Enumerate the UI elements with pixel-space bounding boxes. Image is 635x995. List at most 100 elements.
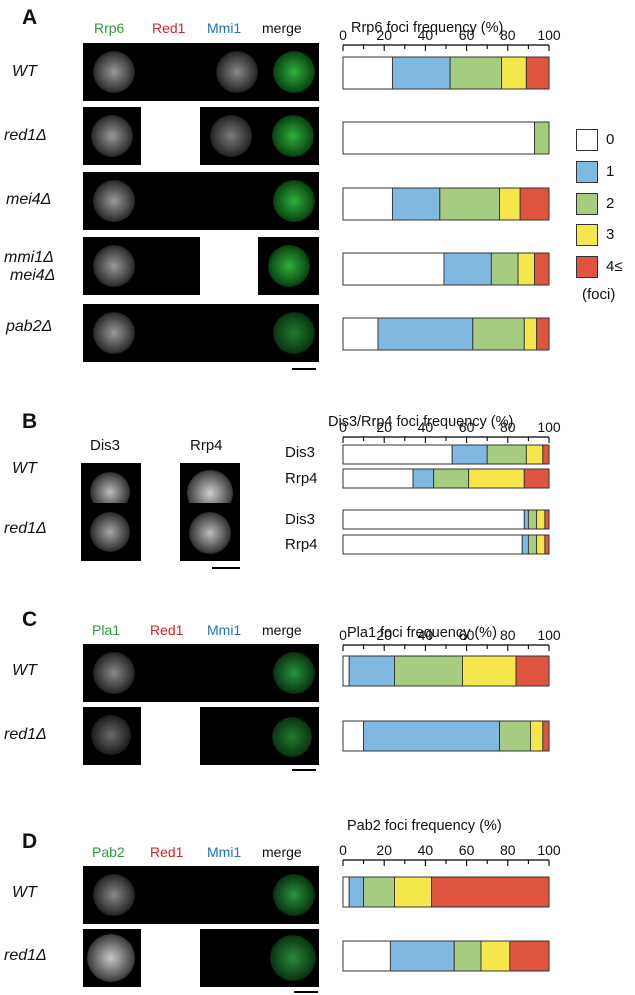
bar-segment — [523, 468, 550, 489]
channel-label-mmi1: Mmi1 — [207, 20, 242, 36]
micrograph-b-red1-dis3 — [81, 503, 141, 561]
bar-segment — [527, 509, 538, 530]
channel-label-rrp6: Rrp6 — [94, 20, 125, 36]
x-tick-label: 60 — [459, 842, 475, 858]
channel-label-merge-d: merge — [262, 844, 302, 860]
bar-segment — [536, 534, 546, 555]
genotype-label-a-red1: red1Δ — [4, 127, 47, 144]
genotype-label-b-red1: red1Δ — [4, 520, 47, 537]
bar-outline — [342, 468, 550, 489]
x-tick-label: 60 — [459, 419, 475, 435]
channel-label-red1: Red1 — [152, 20, 186, 36]
x-tick-label: 20 — [376, 627, 392, 643]
bar-segment — [499, 720, 531, 752]
bar-segment — [342, 252, 445, 286]
bar-outline — [342, 940, 550, 972]
x-tick-label: 0 — [339, 27, 347, 43]
bar-segment — [544, 534, 550, 555]
x-tick-label: 100 — [537, 842, 561, 858]
bar-segment — [525, 56, 550, 90]
bar-segment — [377, 317, 474, 351]
bar-segment — [342, 468, 414, 489]
bar-segment — [391, 56, 451, 90]
bar-segment — [348, 655, 395, 687]
bar-segment — [342, 444, 453, 465]
bar-outline — [342, 252, 550, 286]
x-tick-label: 0 — [339, 419, 347, 435]
legend-unit: (foci) — [582, 286, 616, 303]
micrograph-row-a-pab2 — [83, 304, 319, 362]
genotype-label-c-red1: red1Δ — [4, 726, 47, 743]
channel-label-pab2: Pab2 — [92, 844, 125, 860]
channel-label-pla1: Pla1 — [92, 622, 121, 638]
genotype-label-a-mmi1: mmi1Δ — [4, 249, 54, 266]
bar-segment — [462, 655, 517, 687]
channel-label-merge: merge — [262, 20, 302, 36]
bar-segment — [451, 444, 488, 465]
bar-segment — [342, 655, 350, 687]
micrograph-a-mmi1mei4-merge — [258, 237, 319, 295]
micrograph-c-red1-pla1 — [83, 707, 141, 765]
panel-letter-c: C — [22, 608, 38, 631]
bar-segment — [342, 187, 393, 221]
legend-label-2: 2 — [606, 195, 615, 212]
bar-segment — [342, 317, 379, 351]
bar-segment — [439, 187, 501, 221]
x-tick-label: 100 — [537, 27, 561, 43]
channel-label-dis3: Dis3 — [90, 437, 121, 454]
bar-segment — [519, 187, 550, 221]
bar-segment — [468, 468, 525, 489]
bar-segment — [449, 56, 503, 90]
legend-label-1: 1 — [606, 163, 615, 180]
micrograph-a-mmi1mei4-left — [83, 237, 200, 295]
bar-outline — [342, 720, 550, 752]
bar-segment — [342, 56, 393, 90]
panel-letter-a: A — [22, 6, 38, 29]
bar-outline — [342, 56, 550, 90]
bar-segment — [542, 720, 550, 752]
channel-label-red1-d: Red1 — [150, 844, 184, 860]
chart-title-c: Pla1 foci frequency (%) — [347, 625, 497, 641]
bar-segment — [490, 252, 519, 286]
bar-segment — [394, 655, 463, 687]
x-tick-label: 60 — [459, 627, 475, 643]
bar-segment — [509, 940, 550, 972]
x-tick-label: 100 — [537, 627, 561, 643]
bar-label-b-red1-rrp4: Rrp4 — [285, 536, 318, 553]
micrograph-row-a-wt — [83, 43, 319, 101]
bar-segment — [542, 444, 550, 465]
bar-outline — [342, 876, 550, 908]
chart-title-d: Pab2 foci frequency (%) — [347, 818, 502, 834]
x-tick-label: 40 — [418, 842, 434, 858]
x-tick-label: 80 — [500, 842, 516, 858]
x-tick-label: 40 — [418, 627, 434, 643]
bar-segment — [342, 121, 536, 155]
micrograph-a-red1-rrp6 — [83, 107, 141, 165]
bar-label-b-wt-dis3: Dis3 — [285, 444, 316, 461]
genotype-label-b-wt: WT — [12, 460, 37, 477]
bar-segment — [544, 509, 550, 530]
x-tick-label: 100 — [537, 419, 561, 435]
bar-segment — [525, 444, 544, 465]
bar-segment — [412, 468, 435, 489]
bar-segment — [515, 655, 550, 687]
bar-segment — [486, 444, 527, 465]
bar-outline — [342, 121, 550, 155]
bar-segment — [527, 534, 538, 555]
x-tick-label: 40 — [418, 419, 434, 435]
legend-swatch-1 — [576, 161, 598, 183]
chart-title-a: Rrp6 foci frequency (%) — [351, 20, 504, 36]
genotype-label-a-pab2: pab2Δ — [6, 318, 53, 335]
genotype-label-c-wt: WT — [12, 662, 37, 679]
bar-segment — [521, 534, 529, 555]
genotype-label-d-wt: WT — [12, 884, 37, 901]
bar-segment — [534, 121, 550, 155]
bar-segment — [517, 252, 536, 286]
bar-segment — [443, 252, 492, 286]
channel-label-red1-c: Red1 — [150, 622, 184, 638]
scale-bar-c — [292, 769, 316, 771]
bar-segment — [480, 940, 511, 972]
scale-bar-d — [294, 991, 318, 993]
micrograph-a-red1-mmi1-merge — [200, 107, 319, 165]
bar-outline — [342, 655, 550, 687]
